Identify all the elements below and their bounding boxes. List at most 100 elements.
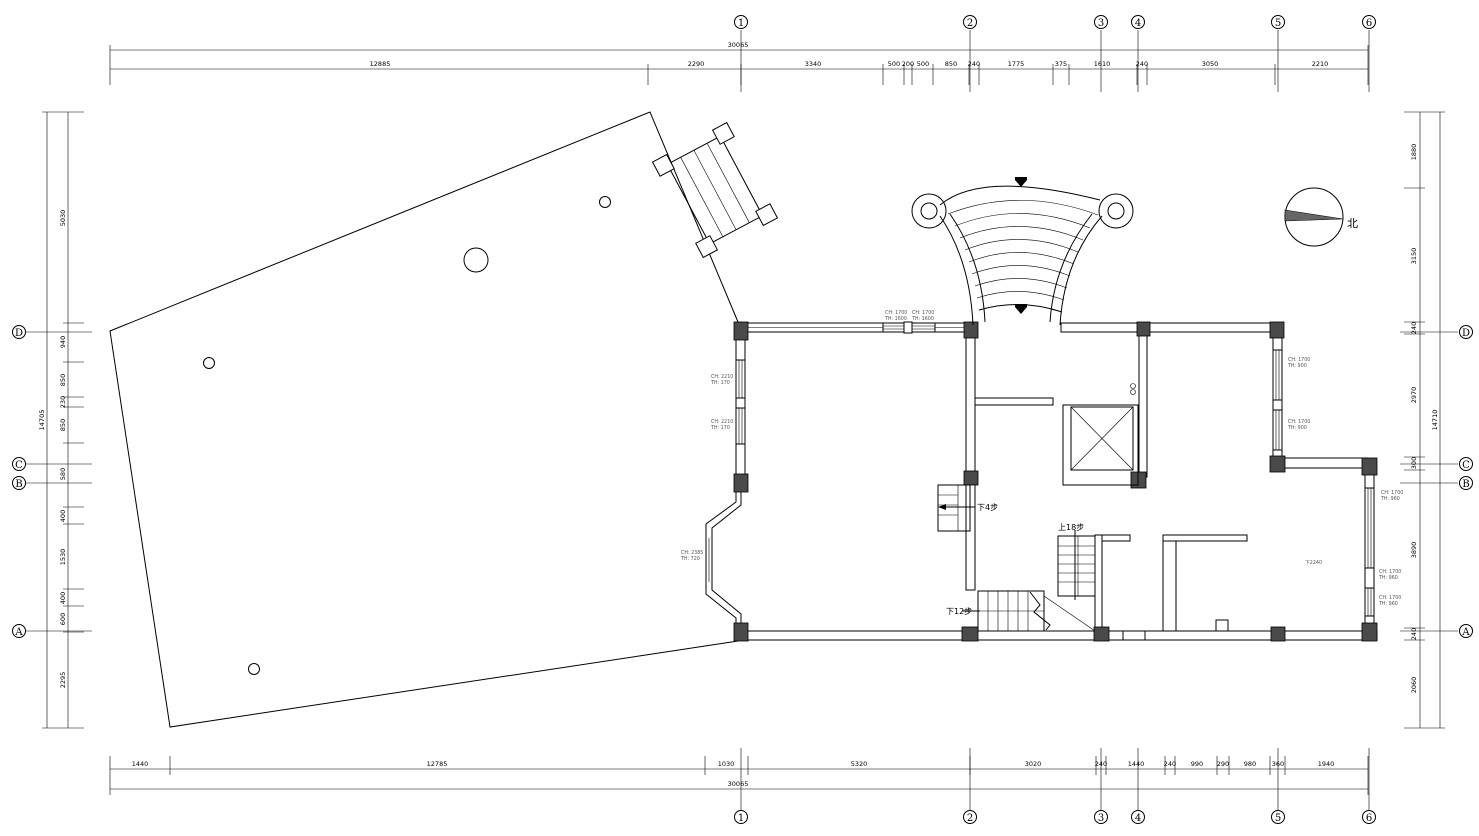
note-w6-ch: CH: 1700: [1288, 357, 1310, 363]
bottom-dimension-chain: 1440 12785 1030 5320 3020 240 1440 240 9…: [109, 756, 1369, 795]
dim-left-3: 230: [59, 396, 67, 408]
label-north: 北: [1347, 217, 1358, 230]
note-w5-th: TH: 720: [680, 556, 700, 562]
dim-bottom-12: 1940: [1318, 760, 1335, 768]
axis-2-bottom: 2: [967, 813, 973, 824]
grid-axes: 1 2 3 4 5 6 1 2 3 4 5 6 D C B A D: [12, 15, 1473, 824]
dim-right-2: 240: [1410, 322, 1418, 334]
note-w7-th: TH: 900: [1287, 425, 1307, 431]
note-w4-ch: CH: 2210: [711, 419, 733, 425]
note-w1-ch: CH: 1700: [885, 310, 907, 316]
axis-D-right: D: [1462, 328, 1470, 339]
note-w9-th: TH: 960: [1378, 575, 1398, 581]
note-w10-th: TH: 960: [1378, 601, 1398, 607]
interior-stairs: 下4步 上18步 下12步: [937, 484, 1096, 632]
axis-C-left: C: [15, 460, 23, 471]
dim-right-6: 240: [1410, 628, 1418, 640]
window-notes: CH: 1700 TH: 1600 CH: 1700 TH: 1600 CH: …: [680, 310, 1403, 607]
dim-bottom-3: 5320: [851, 760, 868, 768]
terrace-outline: [109, 111, 739, 728]
note-w1-th: TH: 1600: [884, 316, 907, 322]
dim-right-total: 14710: [1431, 410, 1439, 431]
dim-bottom-8: 990: [1191, 760, 1203, 768]
dim-left-10: 2295: [59, 672, 67, 689]
dim-left-4: 850: [59, 419, 67, 431]
note-w10-ch: CH: 1700: [1379, 595, 1401, 601]
dim-top-5: 500: [917, 60, 929, 68]
dim-top-6: 850: [945, 60, 957, 68]
label-stair-up-18: 上18步: [1058, 523, 1084, 532]
note-w8-ch: CH: 1700: [1381, 490, 1403, 496]
axis-D-left: D: [15, 328, 23, 339]
note-w4-th: TH: 170: [710, 425, 730, 431]
top-dimension-chain: 30065 12885 2290 3340 500 200 500 850 24…: [109, 41, 1369, 85]
dim-right-4: 300: [1410, 457, 1418, 469]
windows: [735, 321, 1375, 617]
label-stair-down-12: 下12步: [946, 607, 972, 616]
right-dimension-chain: 14710 1880 3150 240 2970 300 3890 240 20…: [1404, 111, 1445, 729]
label-floor-level: 下2240: [1305, 560, 1322, 566]
note-w3-th: TH: 170: [710, 380, 730, 386]
dim-bottom-7: 240: [1164, 760, 1176, 768]
axis-C-right: C: [1462, 460, 1470, 471]
axis-3-top: 3: [1098, 18, 1104, 29]
dim-bottom-total: 30065: [728, 780, 749, 788]
label-stair-down-4: 下4步: [977, 503, 998, 512]
dim-bottom-4: 3020: [1025, 760, 1042, 768]
dim-top-1: 2290: [688, 60, 705, 68]
axis-3-bottom: 3: [1098, 813, 1104, 824]
axis-6-bottom: 6: [1366, 813, 1372, 824]
dim-top-11: 240: [1136, 60, 1148, 68]
dim-bottom-10: 980: [1244, 760, 1256, 768]
dim-bottom-6: 1440: [1128, 760, 1145, 768]
axis-A-right: A: [1461, 627, 1470, 638]
axis-5-top: 5: [1275, 18, 1281, 29]
pergola: [651, 121, 779, 259]
dim-top-12: 3050: [1202, 60, 1219, 68]
dim-left-2: 850: [59, 374, 67, 386]
dim-left-8: 400: [59, 592, 67, 604]
dim-bottom-9: 290: [1217, 760, 1229, 768]
note-w2-ch: CH: 1700: [912, 310, 934, 316]
dim-right-7: 2060: [1410, 677, 1418, 694]
dim-right-0: 1880: [1410, 144, 1418, 161]
axis-B-left: B: [15, 479, 22, 490]
axis-5-bottom: 5: [1275, 813, 1281, 824]
dim-left-7: 1530: [59, 549, 67, 566]
dim-top-13: 2210: [1312, 60, 1329, 68]
columns: [733, 321, 1378, 642]
dim-bottom-0: 1440: [132, 760, 149, 768]
note-w5-ch: CH: 2385: [681, 550, 703, 556]
dim-top-9: 375: [1055, 60, 1067, 68]
dim-left-9: 600: [59, 613, 67, 625]
entrance-steps: [911, 177, 1134, 326]
dim-top-2: 3340: [805, 60, 822, 68]
note-w7-ch: CH: 1700: [1288, 419, 1310, 425]
axis-B-right: B: [1462, 479, 1469, 490]
axis-A-left: A: [14, 627, 23, 638]
dim-top-7: 240: [968, 60, 980, 68]
dim-bottom-2: 1030: [718, 760, 735, 768]
axis-2-top: 2: [967, 18, 973, 29]
dim-top-3: 500: [888, 60, 900, 68]
dim-right-3: 2970: [1410, 387, 1418, 404]
note-w2-th: TH: 1600: [911, 316, 934, 322]
dim-right-5: 3890: [1410, 542, 1418, 559]
note-w6-th: TH: 900: [1287, 363, 1307, 369]
dim-left-5: 580: [59, 468, 67, 480]
elevator-shaft: [1062, 383, 1139, 486]
note-w9-ch: CH: 1700: [1379, 569, 1401, 575]
left-dimension-chain: 14705 5030 940 850 230 850 580 400 1530 …: [38, 111, 84, 729]
dim-left-6: 400: [59, 510, 67, 522]
north-arrow-icon: 北: [1284, 187, 1358, 247]
axis-4-bottom: 4: [1135, 813, 1141, 824]
axis-1-top: 1: [738, 18, 744, 29]
axis-4-top: 4: [1135, 18, 1141, 29]
dim-left-1: 940: [59, 336, 67, 348]
dim-top-4: 200: [902, 60, 914, 68]
dim-top-0: 12885: [370, 60, 391, 68]
dim-bottom-1: 12785: [427, 760, 448, 768]
axis-6-top: 6: [1366, 18, 1372, 29]
axis-1-bottom: 1: [738, 813, 744, 824]
